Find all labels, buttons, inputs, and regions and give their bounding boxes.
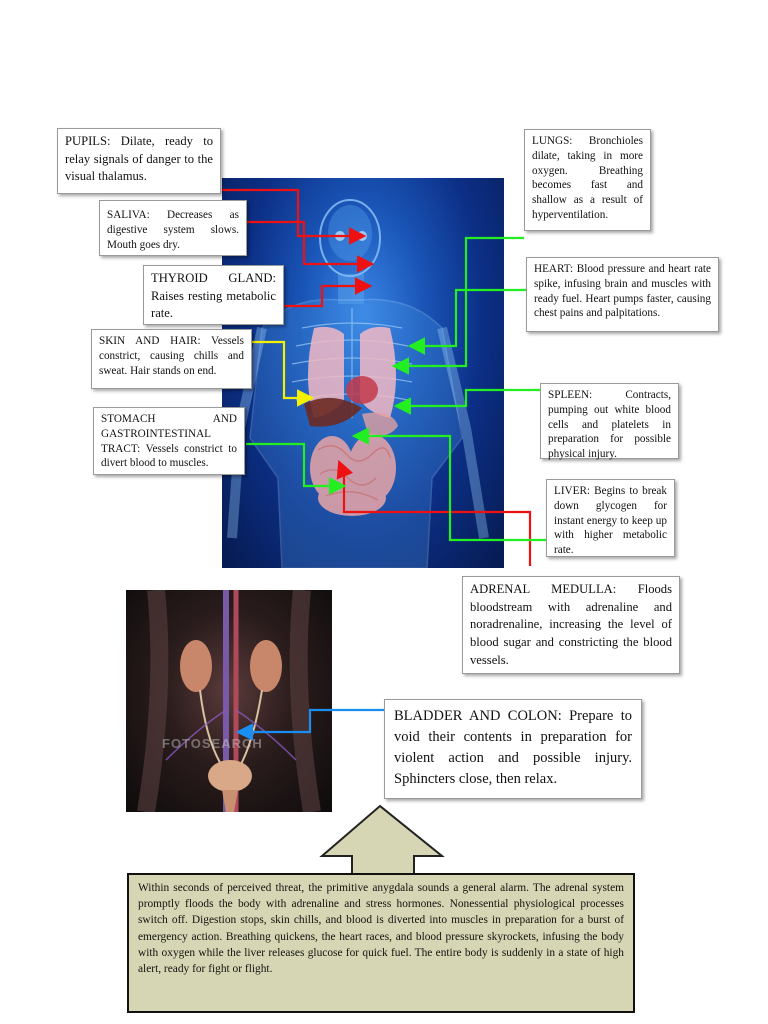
- label-saliva: SALIVA: Decreases as digestive system sl…: [99, 200, 247, 256]
- arrow-heart: [407, 288, 526, 355]
- label-lungs: LUNGS: Bronchioles dilate, taking in mor…: [524, 129, 651, 231]
- label-skin-hair: SKIN AND HAIR: Vessels constrict, causin…: [91, 329, 252, 389]
- summary-box: Within seconds of perceived threat, the …: [127, 873, 635, 1013]
- arrow-thyroid: [284, 277, 373, 308]
- arrow-saliva: [246, 220, 375, 273]
- arrow-bladder: [235, 708, 384, 741]
- urinary-figure: [137, 590, 321, 812]
- arrow-stomach: [246, 442, 347, 495]
- arrow-adrenal: [351, 427, 546, 542]
- kidney-bladder-illustration: [126, 590, 332, 812]
- label-liver: LIVER: Begins to break down glycogen for…: [546, 479, 675, 557]
- arrow-lungs: [391, 236, 524, 375]
- arrow-spleen: [393, 388, 540, 415]
- arrow-skin: [252, 340, 315, 407]
- label-stomach: STOMACH AND GASTROINTESTINAL TRACT: Vess…: [93, 407, 245, 475]
- label-heart: HEART: Blood pressure and heart rate spi…: [526, 257, 719, 332]
- arrow-liver: [336, 459, 532, 566]
- up-arrow-shape: [319, 804, 445, 875]
- label-thyroid: THYROID GLAND: Raises resting metabolic …: [143, 265, 284, 325]
- label-adrenal-medulla: ADRENAL MEDULLA: Floods bloodstream with…: [462, 576, 680, 674]
- arrow-pupils: [222, 188, 367, 245]
- label-pupils: PUPILS: Dilate, ready to relay signals o…: [57, 128, 221, 194]
- label-spleen: SPLEEN: Contracts, pumping out white blo…: [540, 383, 679, 460]
- label-bladder-colon: BLADDER AND COLON: Prepare to void their…: [384, 699, 642, 799]
